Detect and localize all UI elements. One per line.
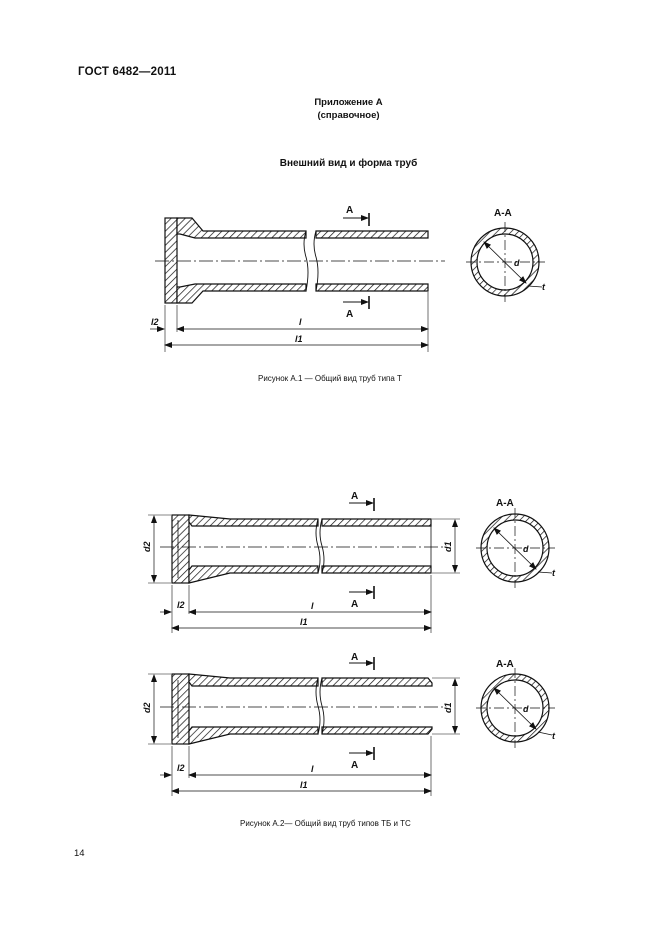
- fig2b-dim-l2: l2: [177, 763, 185, 773]
- fig2a-dim-l2: l2: [177, 600, 185, 610]
- section-title: Внешний вид и форма труб: [279, 158, 418, 169]
- page-number: 14: [74, 848, 85, 859]
- fig2b-dim-d2: d2: [142, 702, 152, 713]
- appendix-title: Приложение А: [314, 97, 383, 108]
- pipe-wall-top-left: [176, 217, 307, 239]
- fig1-dim-t: t: [542, 282, 546, 292]
- fig2b-dim-l1: l1: [300, 780, 308, 790]
- pipe-wall-bottom-right: [315, 283, 429, 292]
- fig1-dim-l1: l1: [295, 334, 303, 344]
- fig2a-dim-t: t: [552, 568, 556, 578]
- fig2a-dim-l: l: [311, 601, 314, 611]
- fig1-dim-l2: l2: [151, 317, 159, 327]
- fig2a-dim-d2: d2: [142, 541, 152, 552]
- fig2b-dim-d: d: [523, 704, 529, 714]
- fig2a-cut-label-top: А: [351, 491, 358, 502]
- pipe-wall-bottom-left: [176, 283, 307, 304]
- appendix-subtitle: (справочное): [317, 110, 380, 121]
- fig1-dim-l: l: [299, 317, 302, 327]
- fig2b-section-label: А-А: [496, 659, 514, 670]
- fig2a-dim-l1: l1: [300, 617, 308, 627]
- figure-2-pipe-type-tc: [148, 657, 555, 796]
- document-header: ГОСТ 6482—2011: [78, 66, 177, 78]
- figure-1-caption: Рисунок А.1 — Общий вид труб типа Т: [258, 374, 402, 383]
- figure-1-pipe-type-t: [150, 213, 545, 352]
- fig1-dim-d: d: [514, 258, 520, 268]
- fig2a-section-label: А-А: [496, 498, 514, 509]
- pipe-flange: [164, 217, 178, 304]
- fig2b-dim-t: t: [552, 731, 556, 741]
- fig2a-dim-d: d: [523, 544, 529, 554]
- fig2a-dim-d1: d1: [443, 541, 453, 552]
- fig1-section-label: А-А: [494, 208, 512, 219]
- figure-2-caption: Рисунок А.2— Общий вид труб типов ТБ и Т…: [240, 819, 411, 828]
- figure-2-pipe-type-tb: [148, 498, 555, 633]
- fig2b-cut-label-top: А: [351, 652, 358, 663]
- pipe-wall-top-right: [315, 230, 429, 239]
- fig2b-cut-label-bottom: А: [351, 760, 358, 771]
- fig2b-dim-l: l: [311, 764, 314, 774]
- fig1-cut-label-top: А: [346, 205, 353, 216]
- fig1-cut-label-bottom: А: [346, 309, 353, 320]
- fig2a-cut-label-bottom: А: [351, 599, 358, 610]
- fig2b-dim-d1: d1: [443, 702, 453, 713]
